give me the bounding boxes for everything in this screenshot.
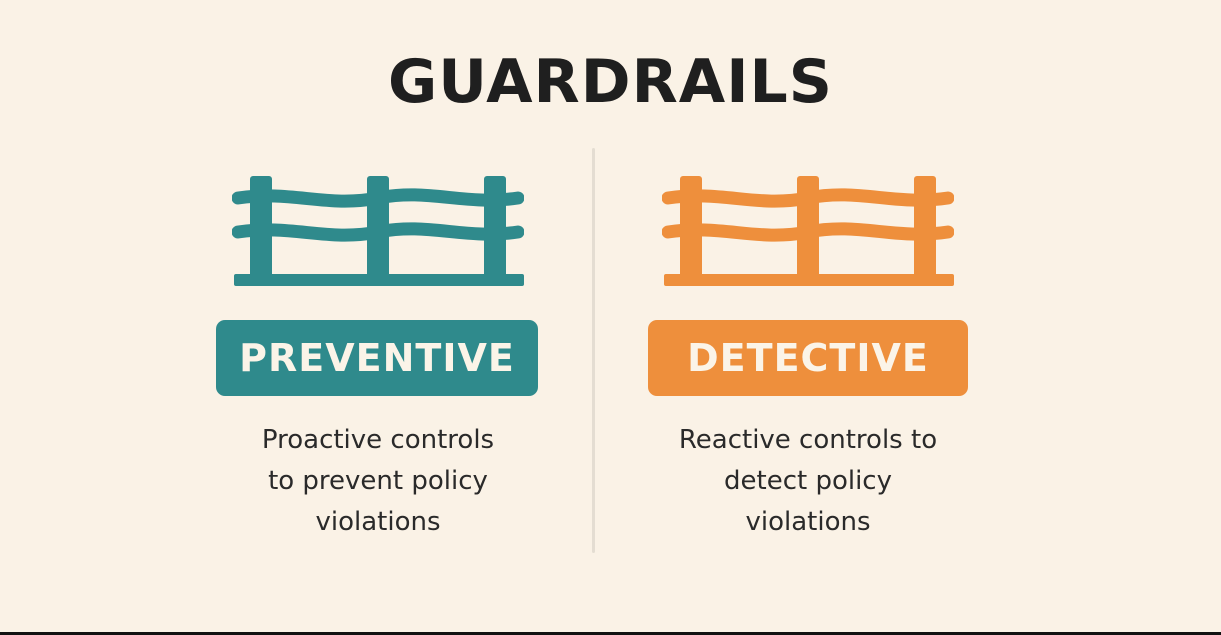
detective-badge: DETECTIVE (648, 320, 968, 396)
preventive-description: Proactive controls to prevent policy vio… (208, 420, 548, 543)
fence-icon (662, 176, 954, 286)
column-divider (592, 148, 595, 553)
fence-icon (232, 176, 524, 286)
description-line: Proactive controls (261, 425, 495, 455)
description-line: Reactive controls to (678, 425, 938, 455)
description-line: violations (315, 507, 441, 537)
description-line: violations (745, 507, 871, 537)
description-line: detect policy (724, 466, 892, 496)
bottom-border (0, 632, 1221, 635)
detective-description: Reactive controls to detect policy viola… (638, 420, 978, 543)
preventive-badge: PREVENTIVE (216, 320, 538, 396)
page-title: GUARDRAILS (388, 47, 833, 117)
description-line: to prevent policy (268, 466, 488, 496)
